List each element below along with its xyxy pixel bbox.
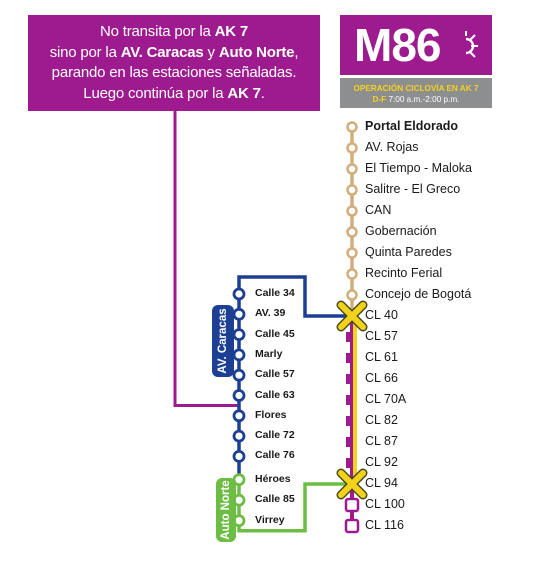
stop-marker-6 [346,247,358,259]
notice-text: sino por la [49,43,121,61]
route-code: M86 [354,19,441,71]
notice-text: No transita por la [100,23,215,40]
main-stop-label: Gobernación [365,224,437,238]
main-stop-label: CL 82 [365,413,398,427]
caracas-stop-marker [232,307,246,321]
stop-marker-13 [346,395,351,405]
stop-marker-0 [346,121,358,133]
main-stop-label: CL 61 [365,350,398,364]
caracas-stop-marker [232,409,246,423]
main-stop-label: AV. Rojas [365,140,419,154]
main-stop-label: CL 70A [365,392,407,406]
main-stop-label: Recinto Ferial [365,266,443,280]
route-header: M86 [340,15,492,75]
stop-marker-2 [346,163,358,175]
stop-marker-8 [346,289,358,301]
main-stop-label: CL 94 [365,476,398,490]
caracas-stop-marker [232,429,246,443]
notice-text: Luego continúa por la [83,84,228,102]
stop-marker-12 [346,374,351,384]
norte-stop-label: Virrey [255,513,285,526]
caracas-stop-label: Marly [255,347,283,360]
main-stop-label: CL 57 [365,329,398,343]
caracas-stop-label: Calle 34 [255,287,295,299]
detour-line-caracas [237,275,352,480]
notice-text: parando en las estaciones señaladas. [51,64,297,81]
stop-marker-10 [346,332,351,342]
notice-text-bold: AK 7 [214,23,249,40]
notice-text: . [260,84,265,102]
main-stop-label: CAN [365,203,392,217]
detour-line-auto-norte [237,479,352,533]
main-stop-label: CL 40 [365,308,398,322]
stop-marker-1 [346,142,358,154]
caracas-stop-label: Calle 45 [255,327,295,340]
operation-days: D-F [372,95,387,104]
corridor-tag-auto-norte: Auto Norte [216,478,236,542]
caracas-stop-label: Calle 63 [255,388,295,401]
notice-text-bold: AV. Caracas [120,43,204,61]
stop-marker-19 [344,518,360,534]
stop-marker-18 [344,497,360,513]
operation-hours: 7:00 a.m.-2:00 p.m. [386,95,460,104]
stop-marker-4 [346,205,358,217]
caracas-stop-marker [232,287,246,301]
caracas-stop-label: Calle 76 [255,449,295,462]
caracas-stop-marker [232,328,246,342]
operation-banner: OPERACIÓN CICLOVÍA EN AK 7 D-F 7:00 a.m.… [340,78,492,108]
notice-leader-line [173,111,239,407]
main-stop-label: CL 92 [365,455,398,469]
notice-text-bold: AK 7 [227,84,261,102]
notice-text: y [203,43,219,61]
corridor-tag-label: AV. Caracas [217,308,229,374]
main-stop-label: CL 66 [365,371,398,385]
corridor-tag-label: Auto Norte [220,480,232,540]
norte-stop-label: Calle 85 [255,493,295,506]
stop-marker-14 [346,416,351,426]
stop-marker-11 [346,353,351,363]
main-stop-label: CL 87 [365,434,398,448]
corridor-tag-caracas: AV. Caracas [212,305,234,377]
main-stop-label: CL 116 [365,518,404,532]
caracas-stop-marker [232,449,246,463]
caracas-stop-label: Calle 72 [255,429,295,442]
caracas-stop-marker [232,348,246,362]
closure-x-icon [338,302,366,330]
caracas-stop-marker [232,368,246,382]
detour-notice: No transita por la AK 7 sino por la AV. … [28,15,320,111]
norte-stop-label: Héroes [255,472,291,485]
main-stop-label: Concejo de Bogotá [365,287,472,301]
caracas-stop-label: AV. 39 [255,307,286,320]
caracas-stop-marker [232,389,246,402]
sun-icon [465,31,478,58]
main-stop-label: El Tiempo - Maloka [365,161,472,175]
main-stop-label: Portal Eldorado [365,119,459,133]
caracas-stop-label: Calle 57 [255,368,295,381]
main-stop-label: CL 100 [365,497,405,511]
stop-marker-3 [346,184,358,196]
main-stop-label: Quinta Paredes [365,245,452,259]
notice-text-bold: Auto Norte [218,43,295,61]
operation-title: OPERACIÓN CICLOVÍA EN AK 7 [353,84,479,93]
stop-marker-7 [346,268,358,280]
closure-x-icon [338,470,366,498]
main-stop-label: Salitre - El Greco [365,182,461,196]
stop-marker-5 [346,226,358,238]
caracas-stop-label: Flores [255,408,287,421]
stop-marker-16 [346,458,351,468]
stop-marker-15 [346,437,351,447]
